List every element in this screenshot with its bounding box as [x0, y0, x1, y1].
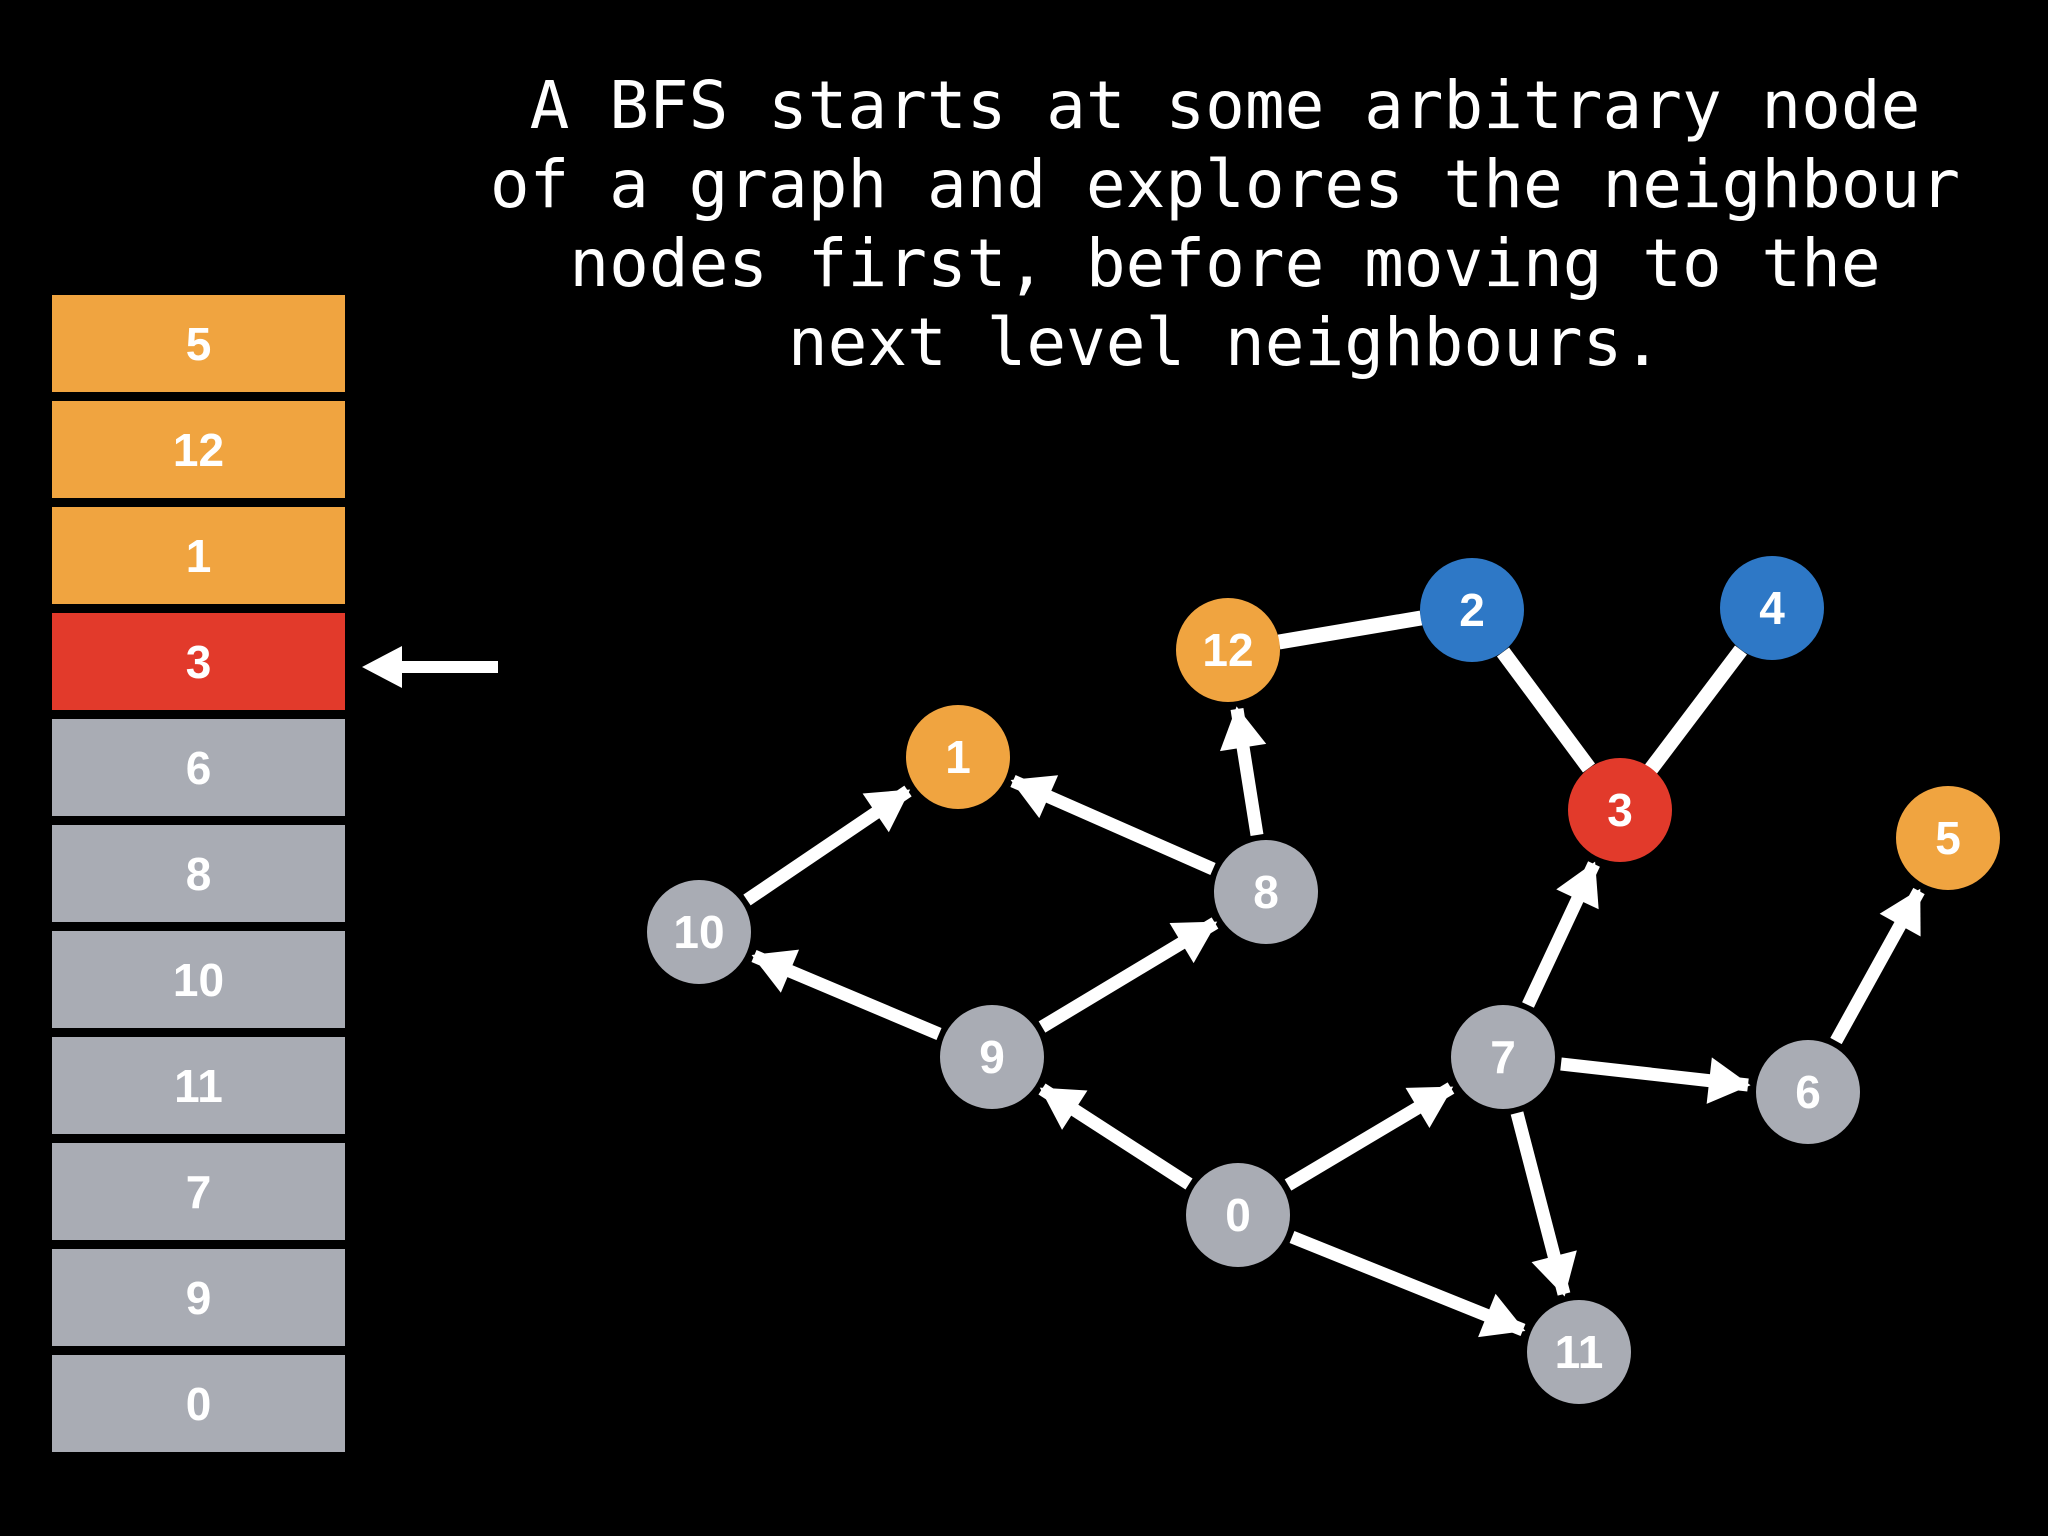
- graph-nodes: 1 12 2 4 3 5 8: [647, 556, 2000, 1404]
- graph-node-0: 0: [1186, 1163, 1290, 1267]
- queue-item-6: 6: [52, 719, 345, 816]
- node-circle: [1720, 556, 1824, 660]
- graph-node-8: 8: [1214, 840, 1318, 944]
- node-circle: [940, 1005, 1044, 1109]
- queue-item-11: 11: [52, 1037, 345, 1134]
- queue-item-value: 12: [172, 423, 225, 476]
- edge-9-10: [751, 949, 942, 1040]
- graph-node-3: 3: [1568, 758, 1672, 862]
- queue-item-0: 0: [52, 1355, 345, 1452]
- queue-item-value: 11: [174, 1059, 223, 1112]
- node-circle: [1896, 786, 2000, 890]
- node-label: 7: [1490, 1031, 1516, 1083]
- queue-item-8: 8: [52, 825, 345, 922]
- node-label: 4: [1759, 582, 1785, 634]
- graph-node-7: 7: [1451, 1005, 1555, 1109]
- edge-12-2: [1277, 610, 1423, 650]
- graph-edges-undirected: [1277, 610, 1747, 774]
- queue-item-value: 10: [172, 953, 225, 1006]
- node-label: 1: [945, 731, 971, 783]
- edge-2-3: [1496, 647, 1596, 773]
- edge-8-12: [1220, 706, 1267, 837]
- queue-item-10: 10: [52, 931, 345, 1028]
- node-circle: [1186, 1163, 1290, 1267]
- node-circle: [906, 705, 1010, 809]
- node-circle: [1527, 1300, 1631, 1404]
- edge-8-1: [1010, 775, 1216, 875]
- queue-item-value: 8: [185, 847, 212, 900]
- queue-item-9: 9: [52, 1249, 345, 1346]
- queue-item-value: 7: [185, 1165, 212, 1218]
- node-label: 0: [1225, 1189, 1251, 1241]
- edge-0-7: [1284, 1082, 1455, 1191]
- edge-7-6: [1560, 1057, 1751, 1104]
- node-label: 10: [673, 906, 724, 958]
- slide-caption: A BFS starts at some arbitrary node of a…: [410, 66, 2040, 382]
- caption-line-2: of a graph and explores the neighbour: [489, 146, 1961, 223]
- node-circle: [1214, 840, 1318, 944]
- edge-7-3: [1522, 861, 1600, 1008]
- edge-9-8: [1038, 917, 1219, 1033]
- node-circle: [1568, 758, 1672, 862]
- node-label: 6: [1795, 1066, 1821, 1118]
- node-label: 11: [1555, 1326, 1604, 1378]
- node-label: 9: [979, 1031, 1005, 1083]
- graph-node-5: 5: [1896, 786, 2000, 890]
- node-circle: [1420, 558, 1524, 662]
- queue-item-value: 0: [185, 1377, 212, 1430]
- queue-item-12: 12: [52, 401, 345, 498]
- caption-line-1: A BFS starts at some arbitrary node: [529, 67, 1921, 144]
- queue-item-value: 9: [185, 1271, 212, 1324]
- edge-10-1: [743, 785, 912, 906]
- bfs-queue: 5 12 1 3 6 8 10 11 7 9 0: [52, 295, 345, 1461]
- graph-node-11: 11: [1527, 1300, 1631, 1404]
- edge-4-3: [1645, 645, 1747, 774]
- edge-7-11: [1510, 1111, 1577, 1297]
- graph-node-1: 1: [906, 705, 1010, 809]
- queue-item-3: 3: [52, 613, 345, 710]
- queue-item-value: 1: [185, 529, 212, 582]
- node-circle: [647, 880, 751, 984]
- node-label: 8: [1253, 866, 1279, 918]
- node-label: 3: [1607, 784, 1633, 836]
- node-circle: [1756, 1040, 1860, 1144]
- queue-item-value: 3: [185, 635, 212, 688]
- queue-item-7: 7: [52, 1143, 345, 1240]
- node-label: 12: [1202, 624, 1253, 676]
- edge-6-5: [1830, 887, 1925, 1045]
- graph-edges-directed: [743, 706, 1925, 1338]
- edge-0-11: [1289, 1230, 1526, 1338]
- graph-node-6: 6: [1756, 1040, 1860, 1144]
- queue-item-value: 5: [185, 317, 212, 370]
- node-label: 5: [1935, 812, 1961, 864]
- node-label: 2: [1459, 584, 1485, 636]
- graph-node-2: 2: [1420, 558, 1524, 662]
- queue-item-1: 1: [52, 507, 345, 604]
- caption-line-3: nodes first, before moving to the: [569, 225, 1881, 302]
- queue-pointer-arrow: [362, 646, 498, 688]
- edge-0-9: [1038, 1083, 1193, 1190]
- node-circle: [1176, 598, 1280, 702]
- queue-item-5: 5: [52, 295, 345, 392]
- graph-node-12: 12: [1176, 598, 1280, 702]
- queue-item-value: 6: [185, 741, 212, 794]
- graph-node-4: 4: [1720, 556, 1824, 660]
- graph-node-10: 10: [647, 880, 751, 984]
- graph-node-9: 9: [940, 1005, 1044, 1109]
- caption-line-4: next level neighbours.: [787, 304, 1663, 381]
- node-circle: [1451, 1005, 1555, 1109]
